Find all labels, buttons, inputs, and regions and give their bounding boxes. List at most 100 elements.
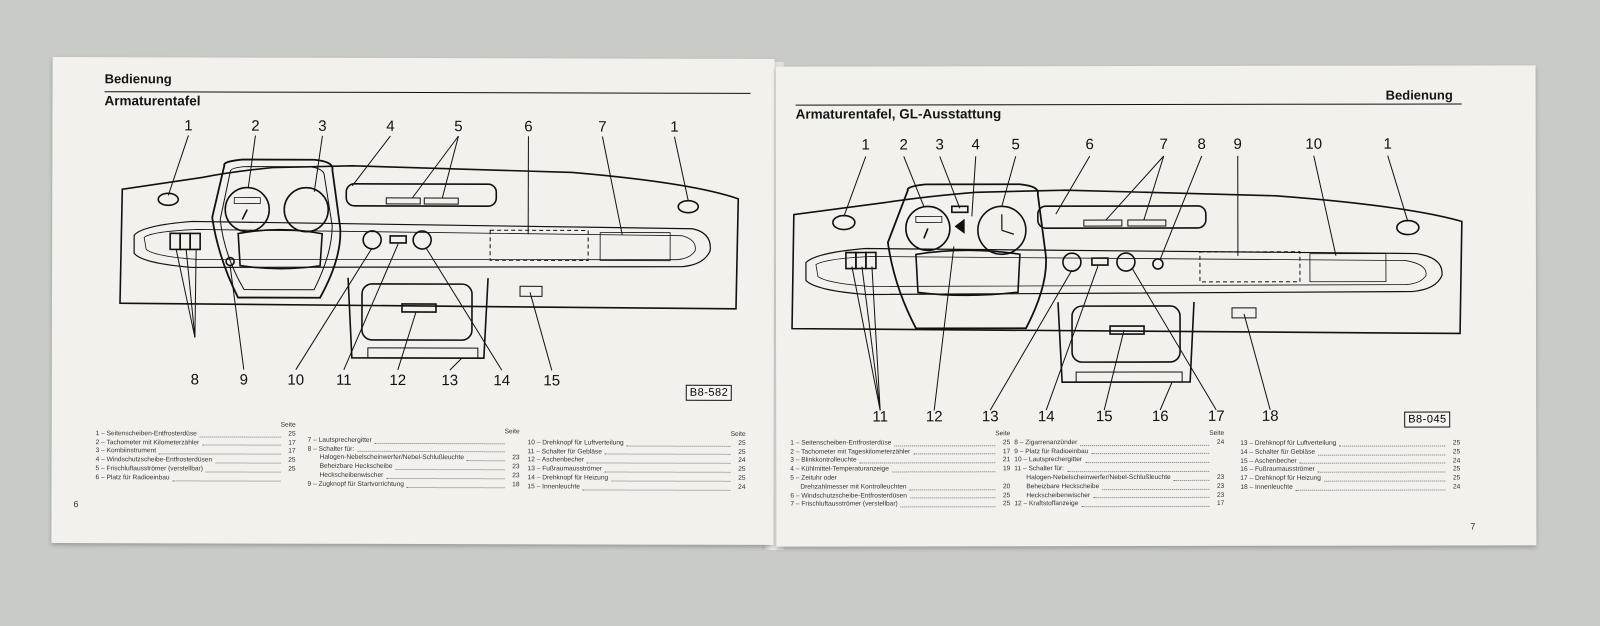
legend-label: 5 – Zeituhr oder [790, 474, 837, 482]
legend-label: 15 – Aschenbecher [1240, 457, 1297, 465]
legend-page: 25 [1452, 439, 1461, 447]
legend-label: 13 – Fußraumausströmer [527, 465, 602, 473]
legend-label: 7 – Frischluftausströmer (verstellbar) [790, 500, 898, 509]
callout-number: 10 [1305, 135, 1323, 153]
legend-label: 7 – Lautsprechergitter [307, 436, 372, 444]
legend-page: 24 [738, 483, 746, 491]
callout-number: 15 [543, 372, 561, 390]
legend-page: 24 [1452, 483, 1461, 491]
page-number: 7 [1470, 521, 1476, 532]
legend-page: 25 [738, 466, 746, 474]
legend-label: 2 – Tachometer mit Kilometerzähler [95, 438, 200, 447]
legend-label: 3 – Blinkkontrolleuchte [790, 456, 857, 465]
legend-label: 9 – Zugknopf für Startvorrichtung [307, 480, 404, 488]
legend-label: Beheizbare Heckscheibe [1026, 482, 1100, 491]
callout-number: 18 [1261, 407, 1279, 425]
callout-number: 3 [318, 117, 327, 135]
legend-label: 10 – Lautsprechergitter [1014, 456, 1083, 464]
callout-number: 11 [335, 371, 352, 389]
legend-column-3: 13 – Drehknopf für Luftverteilung 25 14 –… [1240, 439, 1460, 492]
legend-label: 6 – Platz für Radioeinbau [95, 473, 170, 482]
legend-page: 25 [1002, 491, 1011, 499]
legend-page: 25 [1452, 474, 1461, 482]
legend-page: 24 [1216, 438, 1225, 446]
callout-number: 7 [1159, 135, 1168, 153]
legend-page: 21 [1002, 456, 1011, 464]
legend-label: 17 – Drehknopf für Heizung [1240, 474, 1321, 483]
callout-number: 7 [598, 118, 607, 136]
legend-page [1212, 456, 1224, 465]
callout-number: 3 [935, 136, 944, 154]
legend-row: 10 – Lautsprechergitter [1014, 456, 1224, 465]
legend-label: Beheizbare Heckscheibe [319, 462, 393, 471]
figure-code: B8-582 [685, 384, 733, 401]
legend-label: 12 – Aschenbecher [527, 456, 585, 464]
callout-number: 1 [184, 117, 193, 135]
legend-label: 4 – Windschutzscheibe-Entfrosterdüsen [95, 456, 213, 464]
callout-number: 12 [925, 408, 943, 426]
legend-label: 6 – Windschutzscheibe-Entfrosterdüsen [790, 492, 907, 500]
figure-code: B8-045 [1404, 411, 1451, 428]
legend-label: 11 – Schalter für Gebläse [527, 447, 602, 456]
legend-label: Halogen-Nebelscheinwerfer/Nebel-Schlußle… [1026, 473, 1171, 482]
legend-page: 25 [288, 456, 296, 464]
callout-number: 2 [899, 136, 908, 154]
legend-page: 23 [512, 472, 520, 480]
legend-column-2: Seite 7 – Lautsprechergitter 8 – Schalte… [308, 428, 520, 490]
legend-page [284, 474, 296, 483]
legend-row: 3 – Blinkkontrolleuchte 21 [790, 457, 1010, 466]
callout-number: 8 [1197, 135, 1206, 153]
legend-page [1212, 465, 1224, 474]
legend-page: 17 [1216, 500, 1225, 508]
legend-row: 15 – Aschenbecher 24 [1240, 457, 1460, 466]
legend-page: 25 [738, 448, 746, 456]
legend-row: 12 – Kraftstoffanzeige 17 [1014, 500, 1224, 509]
legend-label: Drehzahlmesser mit Kontrolleuchten [800, 483, 907, 491]
legend-page [508, 446, 520, 455]
callout-number: 14 [493, 372, 511, 390]
legend-label: 13 – Drehknopf für Luftverteilung [1240, 439, 1337, 447]
callout-number: 12 [389, 371, 407, 389]
dashboard-diagram-gl [791, 155, 1463, 411]
callout-number: 1 [670, 118, 679, 136]
callout-number: 4 [386, 117, 395, 135]
legend-page: 23 [512, 463, 520, 471]
legend-label: 5 – Frischluftausströmer (verstellbar) [95, 465, 203, 473]
legend-row: 9 – Zugknopf für Startvorrichtung 18 [308, 481, 520, 490]
legend-page: 23 [1216, 482, 1225, 490]
legend-label: 12 – Kraftstoffanzeige [1014, 500, 1079, 508]
legend-page: 24 [738, 457, 746, 465]
callout-number: 5 [1011, 136, 1020, 154]
legend-label: 16 – Fußraumausströmer [1240, 466, 1315, 474]
callout-number: 4 [971, 136, 980, 154]
left-page: Bedienung Armaturentafel [51, 57, 775, 545]
legend-label: 14 – Drehknopf für Heizung [527, 474, 609, 482]
legend-page: 25 [1002, 500, 1011, 508]
legend-page: 23 [1216, 473, 1225, 481]
legend-row: 7 – Frischluftausströmer (verstellbar) 25 [790, 501, 1010, 510]
callout-number: 1 [1383, 135, 1392, 153]
legend-row: Halogen-Nebelscheinwerfer/Nebel-Schlußle… [1014, 474, 1224, 483]
legend-page: 23 [512, 454, 520, 462]
legend-page: 25 [738, 439, 746, 447]
callout-number: 6 [1085, 136, 1094, 154]
legend-row: 6 – Windschutzscheibe-Entfrosterdüsen 25 [790, 492, 1010, 501]
right-page: Bedienung Armaturentafel, GL-Ausstattung [775, 65, 1537, 547]
legend-page: 25 [288, 430, 296, 438]
legend-page: 18 [512, 481, 520, 489]
legend-page: 17 [288, 439, 296, 447]
legend-page: 24 [1452, 457, 1461, 465]
callout-number: 5 [454, 118, 463, 136]
callout-number: 8 [190, 371, 199, 389]
legend-page [508, 437, 520, 446]
callout-number: 6 [524, 118, 533, 136]
